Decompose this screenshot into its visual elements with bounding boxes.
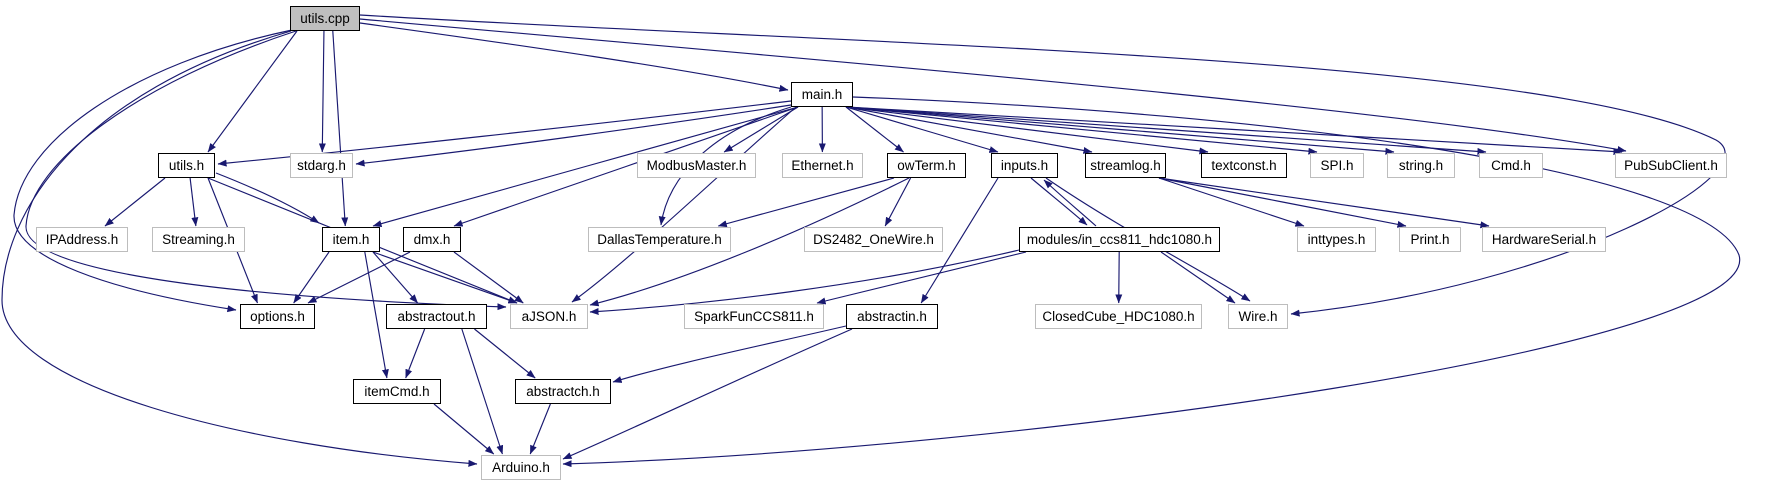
node-itemcmd-h[interactable]: itemCmd.h bbox=[353, 379, 441, 404]
node-abstractch-h[interactable]: abstractch.h bbox=[515, 379, 611, 404]
edge-inputs-h--abstractin-h bbox=[920, 177, 999, 304]
node-main-h[interactable]: main.h bbox=[791, 82, 853, 107]
edge-abstractout-h--arduino-h bbox=[461, 328, 504, 455]
node-modules-in-ccs811-hdc1080-h[interactable]: modules/in_ccs811_hdc1080.h bbox=[1019, 227, 1220, 252]
edge-utils-cpp--stdarg-h bbox=[318, 30, 326, 153]
edge-main-h--pubsubclient-h bbox=[845, 106, 1623, 155]
node-closedcube-hdc1080-h: ClosedCube_HDC1080.h bbox=[1035, 304, 1202, 329]
edge-main-h--ajson-h bbox=[571, 106, 797, 303]
edge-main-h--modbusmaster-h bbox=[723, 106, 799, 153]
edge-dmx-h--ajson-h bbox=[453, 251, 524, 304]
node-modbusmaster-h: ModbusMaster.h bbox=[637, 153, 756, 178]
edge-item-h--options-h bbox=[293, 251, 330, 304]
node-hardwareserial-h: HardwareSerial.h bbox=[1482, 227, 1606, 252]
edge-utils-h--ipaddress-h bbox=[104, 177, 166, 227]
node-inttypes-h: inttypes.h bbox=[1297, 227, 1376, 252]
node-streamlog-h[interactable]: streamlog.h bbox=[1085, 153, 1166, 178]
edge-utils-cpp--ajson-h bbox=[25, 30, 507, 311]
node-owterm-h[interactable]: owTerm.h bbox=[887, 153, 966, 178]
edge-main-h--inputs-h bbox=[845, 106, 999, 153]
edge-utils-h--streaming-h bbox=[189, 177, 199, 227]
edge-modules-in-ccs811-hdc1080-h--wire-h bbox=[1160, 251, 1236, 304]
node-utils-cpp: utils.cpp bbox=[290, 6, 360, 31]
edge-utils-cpp--options-h bbox=[13, 29, 293, 313]
edge-streamlog-h--hardwareserial-h bbox=[1158, 177, 1490, 229]
edge-itemcmd-h--arduino-h bbox=[433, 403, 495, 455]
edge-abstractout-h--abstractch-h bbox=[474, 328, 536, 379]
node-utils-h[interactable]: utils.h bbox=[158, 153, 215, 178]
edge-utils-cpp--pubsubclient-h bbox=[359, 18, 1627, 153]
node-arduino-h: Arduino.h bbox=[481, 455, 561, 480]
edge-owterm-h--dallastemperature-h bbox=[717, 177, 895, 228]
edge-modules-in-ccs811-hdc1080-h--sparkfunccs811-h bbox=[816, 251, 1027, 305]
edge-main-h--stdarg-h bbox=[355, 104, 792, 167]
edge-main-h--textconst-h bbox=[845, 106, 1209, 155]
edge-abstractout-h--itemcmd-h bbox=[405, 328, 426, 379]
edge-main-h--streamlog-h bbox=[845, 106, 1093, 154]
edge-dmx-h--options-h bbox=[307, 251, 411, 304]
node-textconst-h[interactable]: textconst.h bbox=[1201, 153, 1287, 178]
node-stdarg-h: stdarg.h bbox=[290, 153, 353, 178]
node-sparkfunccs811-h: SparkFunCCS811.h bbox=[684, 304, 824, 329]
node-cmd-h: Cmd.h bbox=[1479, 153, 1543, 178]
node-string-h: string.h bbox=[1387, 153, 1455, 178]
node-abstractin-h[interactable]: abstractin.h bbox=[846, 304, 938, 329]
edge-main-h--owterm-h bbox=[845, 106, 904, 153]
node-dmx-h[interactable]: dmx.h bbox=[403, 227, 461, 252]
edge-main-h--arduino-h bbox=[562, 96, 1741, 468]
edge-owterm-h--ds2482-onewire-h bbox=[884, 177, 912, 227]
edge-main-h--utils-h bbox=[217, 100, 792, 167]
edge-item-h--itemcmd-h bbox=[364, 251, 389, 379]
node-ethernet-h: Ethernet.h bbox=[782, 153, 863, 178]
edge-utils-cpp--item-h bbox=[332, 30, 349, 227]
edge-item-h--ajson-h bbox=[372, 251, 518, 304]
edge-utils-cpp--arduino-h bbox=[1, 30, 478, 467]
edge-main-h--dmx-h bbox=[453, 106, 799, 227]
node-abstractout-h[interactable]: abstractout.h bbox=[386, 304, 487, 329]
node-dallastemperature-h: DallasTemperature.h bbox=[588, 227, 731, 252]
edge-abstractin-h--abstractch-h bbox=[612, 325, 847, 383]
edge-owterm-h--ajson-h bbox=[589, 177, 910, 307]
edge-main-h--item-h bbox=[372, 106, 799, 228]
node-print-h: Print.h bbox=[1399, 227, 1461, 252]
edge-inputs-h--modules-in-ccs811-hdc1080-h bbox=[1030, 177, 1088, 226]
node-streaming-h: Streaming.h bbox=[152, 227, 245, 252]
node-ds2482-onewire-h: DS2482_OneWire.h bbox=[804, 227, 943, 252]
edge-abstractin-h--arduino-h bbox=[562, 328, 853, 460]
node-wire-h: Wire.h bbox=[1228, 304, 1288, 329]
edge-utils-h--item-h bbox=[215, 172, 320, 224]
edge-abstractch-h--arduino-h bbox=[529, 403, 551, 455]
node-ajson-h: aJSON.h bbox=[510, 304, 588, 329]
node-options-h[interactable]: options.h bbox=[240, 304, 315, 329]
node-ipaddress-h: IPAddress.h bbox=[36, 227, 128, 252]
node-pubsubclient-h: PubSubClient.h bbox=[1615, 153, 1727, 178]
edge-main-h--string-h bbox=[845, 106, 1395, 155]
edge-utils-cpp--utils-h bbox=[207, 30, 298, 153]
node-spi-h: SPI.h bbox=[1310, 153, 1364, 178]
edge-modules-in-ccs811-hdc1080-h--inputs-h bbox=[1043, 179, 1097, 227]
edge-streamlog-h--inttypes-h bbox=[1158, 177, 1305, 227]
node-inputs-h[interactable]: inputs.h bbox=[991, 153, 1058, 178]
edge-modules-in-ccs811-hdc1080-h--ajson-h bbox=[589, 249, 1020, 315]
edge-main-h--spi-h bbox=[845, 106, 1318, 155]
edge-utils-cpp--main-h bbox=[359, 22, 789, 92]
edge-item-h--abstractout-h bbox=[372, 251, 419, 304]
node-item-h[interactable]: item.h bbox=[322, 227, 380, 252]
edge-streamlog-h--print-h bbox=[1158, 177, 1407, 228]
edge-main-h--cmd-h bbox=[845, 106, 1487, 155]
